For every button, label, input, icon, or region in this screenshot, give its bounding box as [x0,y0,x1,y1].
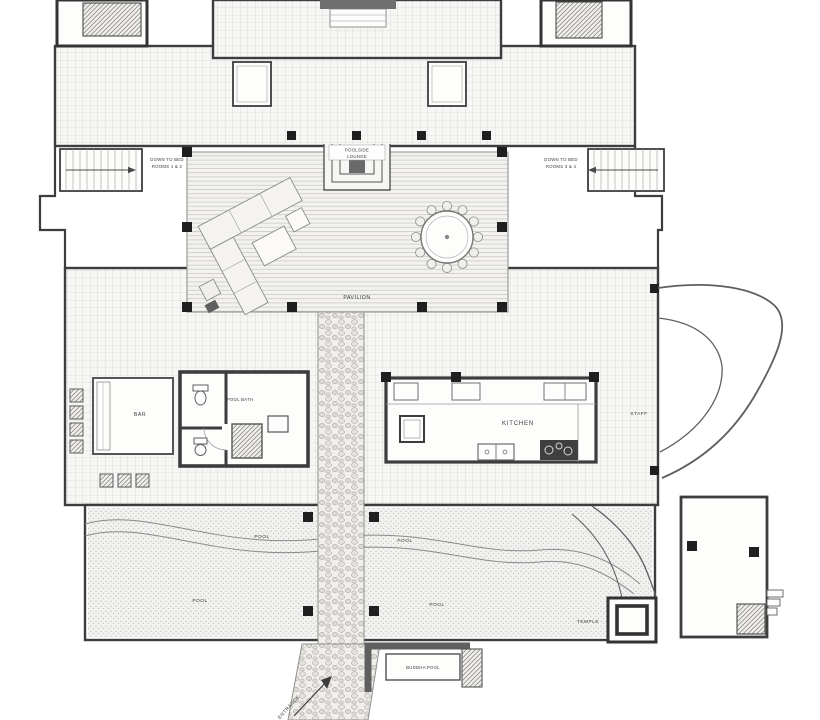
sink-icon [194,444,207,456]
path-columns [303,512,379,616]
terrace-columns [287,131,491,140]
skylight-left [232,61,272,107]
stair-tower-left [55,0,149,48]
buddha-pool-wall [364,642,470,692]
bath-partitions [180,372,228,466]
roof-steps [329,8,387,28]
temple-inner [615,604,649,636]
staff-label: STAFF [630,411,647,417]
kitchen-label: KITCHEN [502,421,534,427]
stair-arrow [588,166,596,174]
tower-hatch [555,1,603,39]
pool-label: POOL [397,538,412,544]
poolside-lounge-steps: POOLSIDE LOUNGE [323,144,391,191]
stair-tower-right [539,0,633,48]
stone-path [287,311,381,720]
bar-counter [96,381,111,451]
steps-core [349,160,365,173]
tower-hatch [82,2,142,37]
bar-tables [99,473,150,488]
lounge-sofa [197,176,311,316]
terrace-column [650,284,659,293]
bath-bench [267,415,289,433]
lounge-label-box [328,144,386,161]
stair-right-label-line2: ROOMS 3 & 4 [546,164,577,169]
curved-walkways [571,284,784,599]
bar-stools [69,388,84,454]
poolside-lounge-label-line2: LOUNGE [347,154,367,159]
buddha-pool: BUDDHA POOL [364,642,483,692]
toilet-tank [192,384,209,392]
pool-label: POOL [429,602,444,608]
pool-label: POOL [192,598,207,604]
door-swing [203,427,227,451]
temple-label: TEMPLE [577,619,599,625]
entrance-arrow-head [321,676,332,689]
dining-table [410,200,483,273]
bar-label: BAR [134,412,146,418]
outbuilding-store [736,603,766,635]
roof-landing [320,0,396,9]
outbuilding-column [749,547,759,557]
staircase-left: DOWN TO BED ROOMS 1 & 2 [59,148,183,192]
pool-area: POOL POOL POOL POOL [83,503,657,642]
poolside-lounge-label-line1: POOLSIDE [345,148,369,153]
outbuilding [679,495,784,639]
shower [231,423,263,459]
pool-label: POOL [254,534,269,540]
terrace-column [650,466,659,475]
skylight-right [427,61,467,107]
stair-arrow [128,166,136,174]
pool-bath: POOL BATH [178,370,310,468]
toilet-icon [194,390,207,406]
stair-left-label-line2: ROOMS 1 & 2 [152,164,183,169]
pool-edge-curves [84,519,641,595]
pavilion-label: PAVILION [343,295,370,301]
buddha-pool-hatch [461,648,483,688]
outer-wall-left [38,146,67,268]
stair-right-label-line1: DOWN TO BED [544,157,577,162]
outbuilding-steps [766,589,784,616]
stone-path-lower [287,643,381,720]
outbuilding-column [687,541,697,551]
pool-water [88,508,652,637]
buddha-pool-basin [385,653,461,681]
temple: TEMPLE [577,596,658,644]
staircase-right: DOWN TO BED ROOMS 3 & 4 [544,148,665,192]
kitchen-columns [381,372,599,382]
kitchen: KITCHEN [381,372,599,464]
upper-terrace [53,0,637,148]
pavilion-columns [182,147,507,312]
buddha-pool-label: BUDDHA POOL [406,665,440,670]
pool-bath-label: POOL BATH [227,397,253,402]
corner-table [198,278,222,314]
vanity [193,437,208,445]
stair-left-label-line1: DOWN TO BED [150,157,183,162]
side-table [284,207,311,233]
entrance-arrow-line [293,680,328,717]
bar: BAR [69,377,174,488]
coffee-table [251,225,297,267]
